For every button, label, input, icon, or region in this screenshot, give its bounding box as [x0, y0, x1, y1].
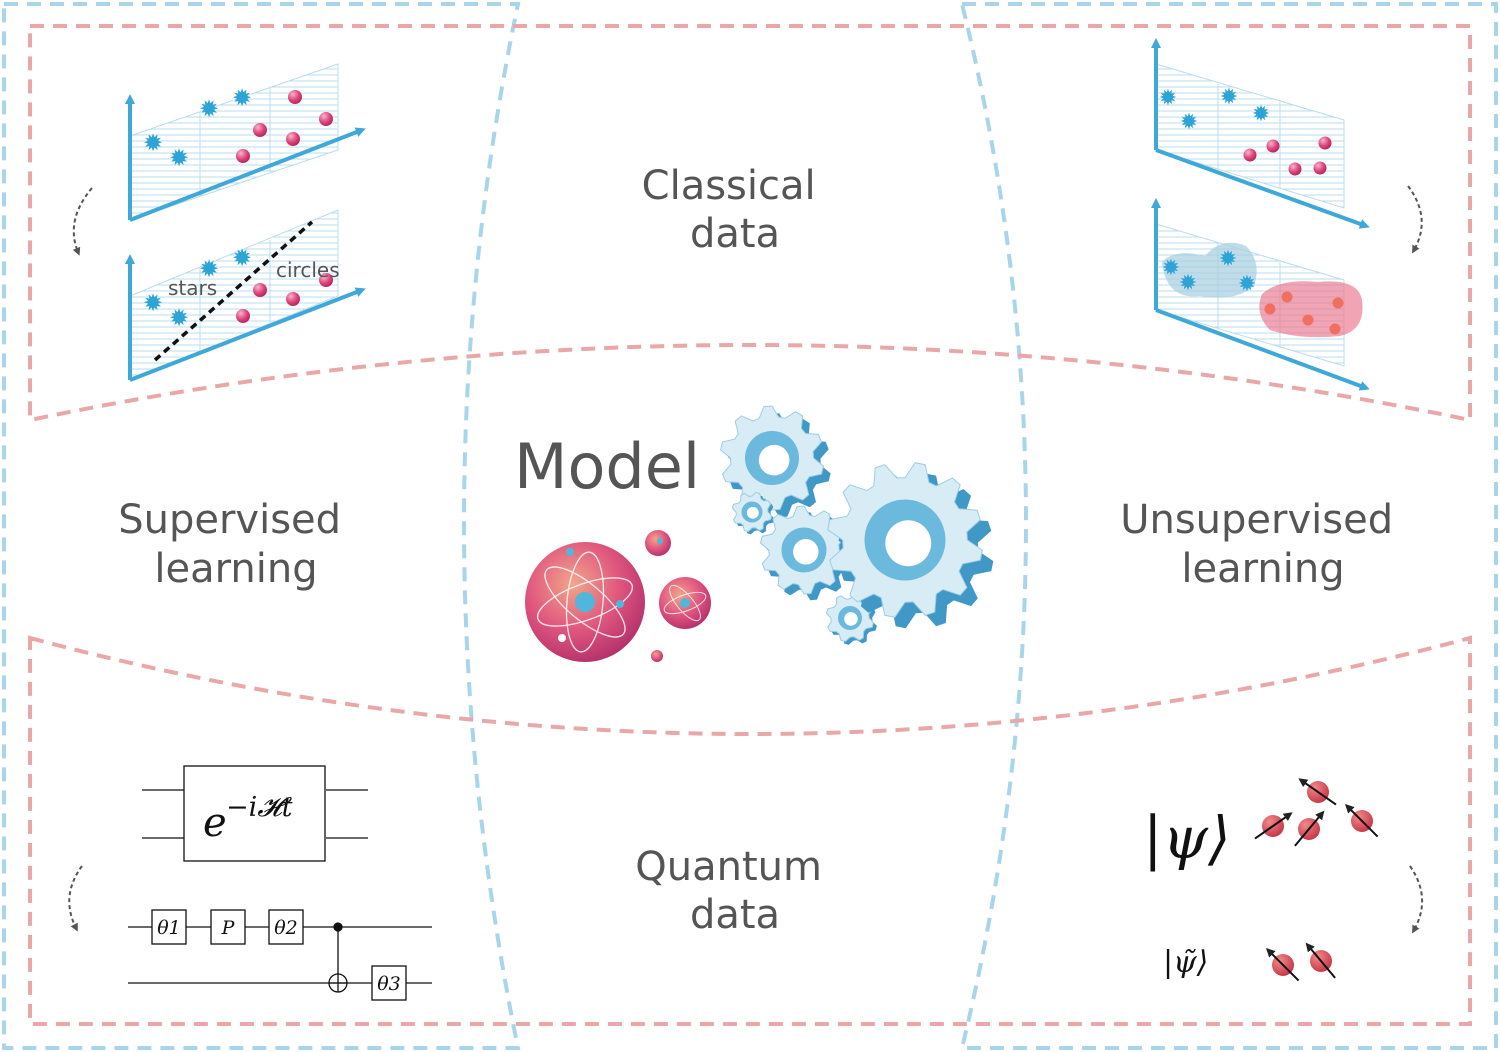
star-marker: ✹: [143, 291, 163, 317]
model-label: Model: [514, 430, 700, 503]
transition-arrow-icon: [1409, 865, 1424, 934]
circle-marker: [1243, 148, 1257, 162]
star-cluster: [1162, 242, 1257, 298]
star-marker: ✹: [1219, 246, 1237, 271]
spin-particle: [1305, 942, 1336, 979]
star-marker: ✹: [1238, 271, 1256, 296]
circle-marker: [1318, 136, 1332, 150]
circle-marker: [1313, 161, 1327, 175]
atom-spheres-icon: [525, 530, 711, 662]
supervised-plot-bottom: ✹ ✹ ✹ ✹ stars circles: [125, 209, 366, 382]
transition-arrow-icon: [1407, 185, 1423, 254]
gate-theta3: θ3: [377, 973, 401, 995]
circle-marker: [1332, 297, 1344, 309]
unsupervised-plot-top: ✹ ✹ ✹ ✹: [1151, 38, 1370, 229]
bottom-red-region: [28, 635, 1472, 1026]
circles-label: circles: [276, 258, 340, 282]
circle-marker: [1302, 314, 1314, 326]
circle-marker: [1288, 162, 1302, 176]
circle-marker: [1329, 323, 1341, 335]
star-marker: ✹: [143, 131, 163, 157]
psi-tilde-state: |ψ̃⟩: [1163, 945, 1208, 980]
circle-marker: [236, 149, 250, 163]
psi-state: |ψ⟩: [1143, 804, 1231, 872]
gear-icon: [731, 491, 775, 535]
star-marker: ✹: [1162, 255, 1180, 280]
star-marker: ✹: [1180, 109, 1198, 134]
variational-circuit: [128, 909, 432, 1001]
star-marker: ✹: [1252, 101, 1270, 126]
circle-marker: [1281, 291, 1293, 303]
unitary-exponent: −i𝓗t: [226, 792, 293, 823]
spin-particle: [1294, 810, 1325, 847]
star-marker: ✹: [232, 86, 252, 112]
gear-icon: [759, 505, 854, 601]
gear-icon: [720, 405, 831, 518]
unsupervised-learning-label: Unsupervised learning: [1120, 497, 1406, 592]
star-marker: ✹: [199, 97, 219, 123]
circle-marker: [319, 112, 333, 126]
circle-marker: [253, 123, 267, 137]
spin-particle: [1254, 812, 1293, 840]
right-blue-region: [959, 1, 1498, 1050]
spin-particle: [1344, 803, 1379, 838]
spin-particle: [1298, 778, 1337, 806]
classical-border-regions: [28, 24, 1472, 1026]
circle-marker: [1264, 303, 1276, 315]
supervised-learning-label: Supervised learning: [118, 497, 354, 592]
supervised-plot-top: ✹ ✹ ✹ ✹: [125, 63, 366, 222]
star-marker: ✹: [1179, 270, 1197, 295]
star-marker: ✹: [199, 257, 219, 283]
spin-particle: [1265, 947, 1300, 982]
gears-icon: [720, 405, 994, 645]
gate-theta1: θ1: [157, 917, 181, 939]
star-marker: ✹: [169, 306, 189, 332]
transition-arrow-icon: [68, 865, 83, 932]
circle-marker: [253, 283, 267, 297]
circle-marker: [286, 292, 300, 306]
stars-label: stars: [168, 276, 217, 300]
star-marker: ✹: [1220, 84, 1238, 109]
quantum-data-label: Quantum data: [635, 844, 834, 938]
unsupervised-plot-bottom: ✹ ✹ ✹ ✹: [1151, 198, 1370, 391]
circle-marker: [236, 309, 250, 323]
gear-icon: [827, 462, 994, 629]
gate-p: P: [221, 917, 236, 939]
circle-marker: [1266, 139, 1280, 153]
star-marker: ✹: [169, 146, 189, 172]
top-red-region: [28, 24, 1472, 423]
star-marker: ✹: [1159, 85, 1177, 110]
unitary-base: e: [203, 800, 227, 846]
star-marker: ✹: [232, 246, 252, 272]
circle-marker: [288, 90, 302, 104]
hamiltonian-evolution-circuit: [142, 765, 368, 862]
transition-arrow-icon: [72, 187, 93, 256]
circle-marker: [286, 132, 300, 146]
gate-theta2: θ2: [274, 917, 298, 939]
decision-boundary: [153, 220, 314, 362]
classical-data-label: Classical data: [642, 163, 829, 257]
spin-particles: [1254, 778, 1379, 982]
circle-marker: [319, 273, 333, 287]
left-blue-region: [2, 2, 521, 1050]
